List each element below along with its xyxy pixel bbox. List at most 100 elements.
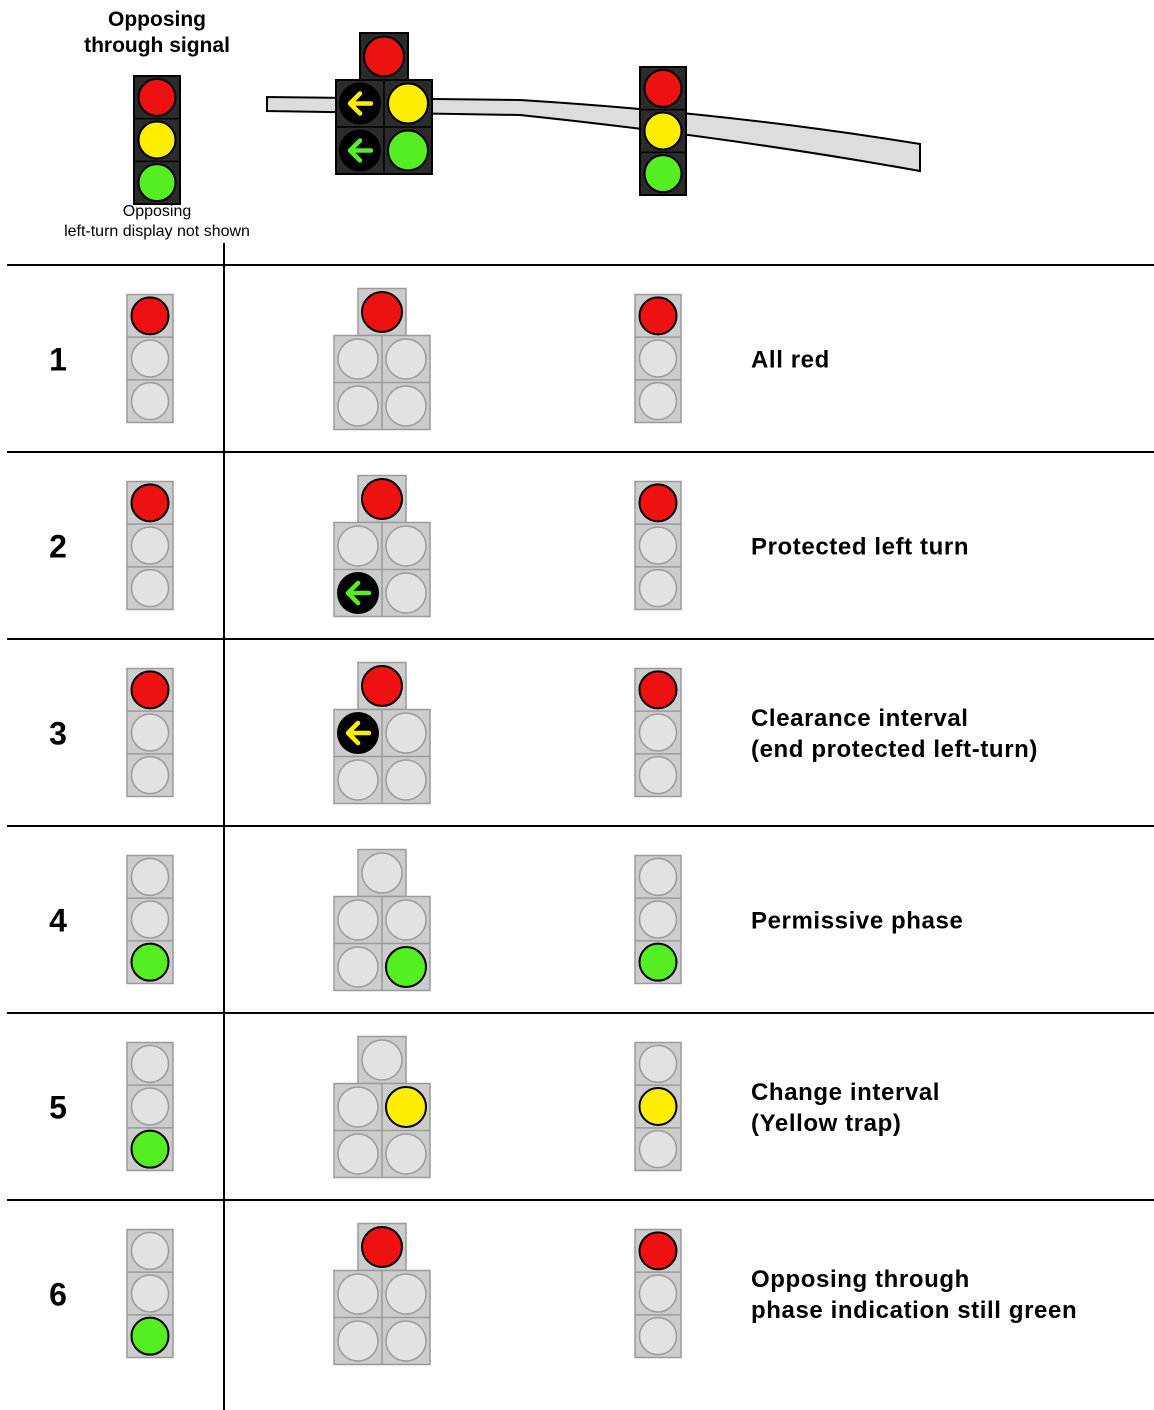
phase-number: 5 [49,1090,67,1126]
off-lamp [130,1231,170,1271]
opposing-through-signal [126,480,174,611]
off-lamp [337,1320,379,1362]
green-arrow-icon [339,129,381,172]
phase-description: Opposing through [751,1266,970,1293]
off-lamp [638,568,678,608]
phase-number: 1 [49,342,67,378]
off-lamp [337,385,379,427]
red-lamp [361,1226,403,1268]
red-lamp [137,77,177,117]
off-lamp [337,525,379,567]
green-lamp [130,942,170,982]
flashing-yellow-arrow-signal [333,848,431,992]
off-lamp [638,713,678,752]
off-lamp [638,1316,678,1356]
off-lamp [130,900,170,939]
off-lamp [337,338,379,380]
through-signal [634,1041,682,1172]
phase-description: phase indication still green [751,1297,1077,1324]
off-lamp [130,1044,170,1084]
off-lamp [385,1133,427,1175]
opposing-note-line1: Opposing [123,203,192,220]
yellow-lamp [638,1087,678,1126]
opposing-title-line1: Opposing [108,8,206,31]
off-lamp [130,857,170,897]
off-lamp [385,525,427,567]
off-lamp [361,852,403,894]
legend-through-signal [639,66,687,196]
opposing-note-line2: left-turn display not shown [64,223,250,240]
phase-description: All red [751,347,830,374]
green-lamp [638,942,678,982]
red-lamp [638,1231,678,1271]
yellow-lamp [387,82,429,125]
off-lamp [337,899,379,941]
legend-fya-signal [335,32,433,175]
off-lamp [638,900,678,939]
red-lamp [363,35,405,78]
green-lamp [130,1316,170,1356]
red-lamp [130,483,170,523]
off-lamp [638,339,678,378]
green-lamp [137,163,177,203]
red-lamp [361,291,403,333]
red-lamp [361,665,403,707]
red-lamp [643,68,683,108]
off-lamp [638,755,678,795]
off-lamp [130,713,170,752]
phase-row: 2 Protected left turn [49,474,969,618]
green-lamp [130,1129,170,1169]
opposing-through-signal [126,1041,174,1172]
red-lamp [638,670,678,710]
off-lamp [638,381,678,421]
phase-description: (end protected left-turn) [751,736,1038,763]
flashing-yellow-arrow-signal [333,1222,431,1366]
off-lamp [385,385,427,427]
flashing-yellow-arrow-signal [333,474,431,618]
phase-number: 2 [49,529,67,565]
off-lamp [385,899,427,941]
phase-description: Protected left turn [751,534,969,561]
red-lamp [361,478,403,520]
flashing-yellow-arrow-signal [333,287,431,431]
through-signal [634,1228,682,1359]
off-lamp [130,755,170,795]
yellow-lamp [137,120,177,160]
legend-opposing-signal [133,75,181,205]
off-lamp [337,946,379,988]
through-signal [634,854,682,985]
off-lamp [337,1133,379,1175]
phase-description: Permissive phase [751,908,963,935]
yellow-arrow-icon [339,82,381,125]
flashing-yellow-arrow-signal [333,661,431,805]
yellow-lamp [643,111,683,151]
opposing-through-signal [126,854,174,985]
off-lamp [638,1274,678,1313]
opposing-through-signal [126,667,174,798]
off-lamp [130,381,170,421]
off-lamp [130,339,170,378]
off-lamp [638,526,678,565]
green-lamp [387,129,429,172]
yellow-lamp [385,1086,427,1128]
red-lamp [130,670,170,710]
green-arrow-icon [337,572,379,614]
off-lamp [130,526,170,565]
off-lamp [361,1039,403,1081]
off-lamp [385,338,427,380]
off-lamp [337,1273,379,1315]
red-lamp [638,296,678,336]
opposing-through-signal [126,1228,174,1359]
off-lamp [638,1044,678,1084]
off-lamp [130,1087,170,1126]
off-lamp [385,1320,427,1362]
phase-description: Change interval [751,1079,940,1106]
off-lamp [638,857,678,897]
through-signal [634,480,682,611]
